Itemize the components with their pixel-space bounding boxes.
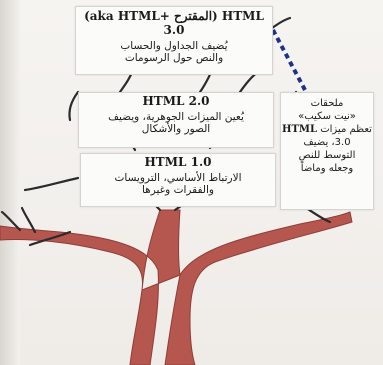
html3-title: (aka HTML+ المقترح) HTML 3.0 [84, 9, 264, 37]
notes-line1: ملحقات [310, 98, 344, 109]
html3-line1: يُضيف الجداول والحساب [120, 39, 228, 52]
notes-line3b: HTML [282, 124, 318, 135]
html2-box: HTML 2.0 يُعين الميزات الجوهرية، ويضيف ا… [78, 92, 274, 148]
notes-line4: 3.0، يضيف [303, 137, 351, 148]
html3-line2: والنص حول الرسومات [124, 51, 224, 64]
notes-line2: «نيت سكيب» [298, 111, 356, 122]
html1-line2: والفقرات وغيرها [141, 183, 214, 196]
html2-title: HTML 2.0 [142, 94, 210, 108]
notes-line5: التوسط للنص [298, 150, 356, 161]
notes-line6: وجعله وماضاً [300, 163, 354, 174]
html2-line2: الصور والأشكال [141, 122, 211, 135]
html1-box: HTML 1.0 الارتباط الأساسي، الترويسات وال… [80, 153, 276, 207]
html1-title: HTML 1.0 [144, 155, 212, 169]
netscape-extensions-box: ملحقات «نيت سكيب» تعظم ميزات HTML 3.0، ي… [280, 92, 374, 210]
dashed-connector [271, 29, 307, 91]
tree-trunk [0, 209, 353, 365]
left-shadow [0, 0, 20, 365]
html1-line1: الارتباط الأساسي، الترويسات [114, 171, 242, 184]
html3-box: (aka HTML+ المقترح) HTML 3.0 يُضيف الجدا… [75, 6, 273, 75]
html2-line1: يُعين الميزات الجوهرية، ويضيف [108, 110, 244, 123]
notes-line3a: تعظم ميزات [320, 124, 372, 135]
notes-line3: تعظم ميزات HTML [281, 123, 373, 136]
